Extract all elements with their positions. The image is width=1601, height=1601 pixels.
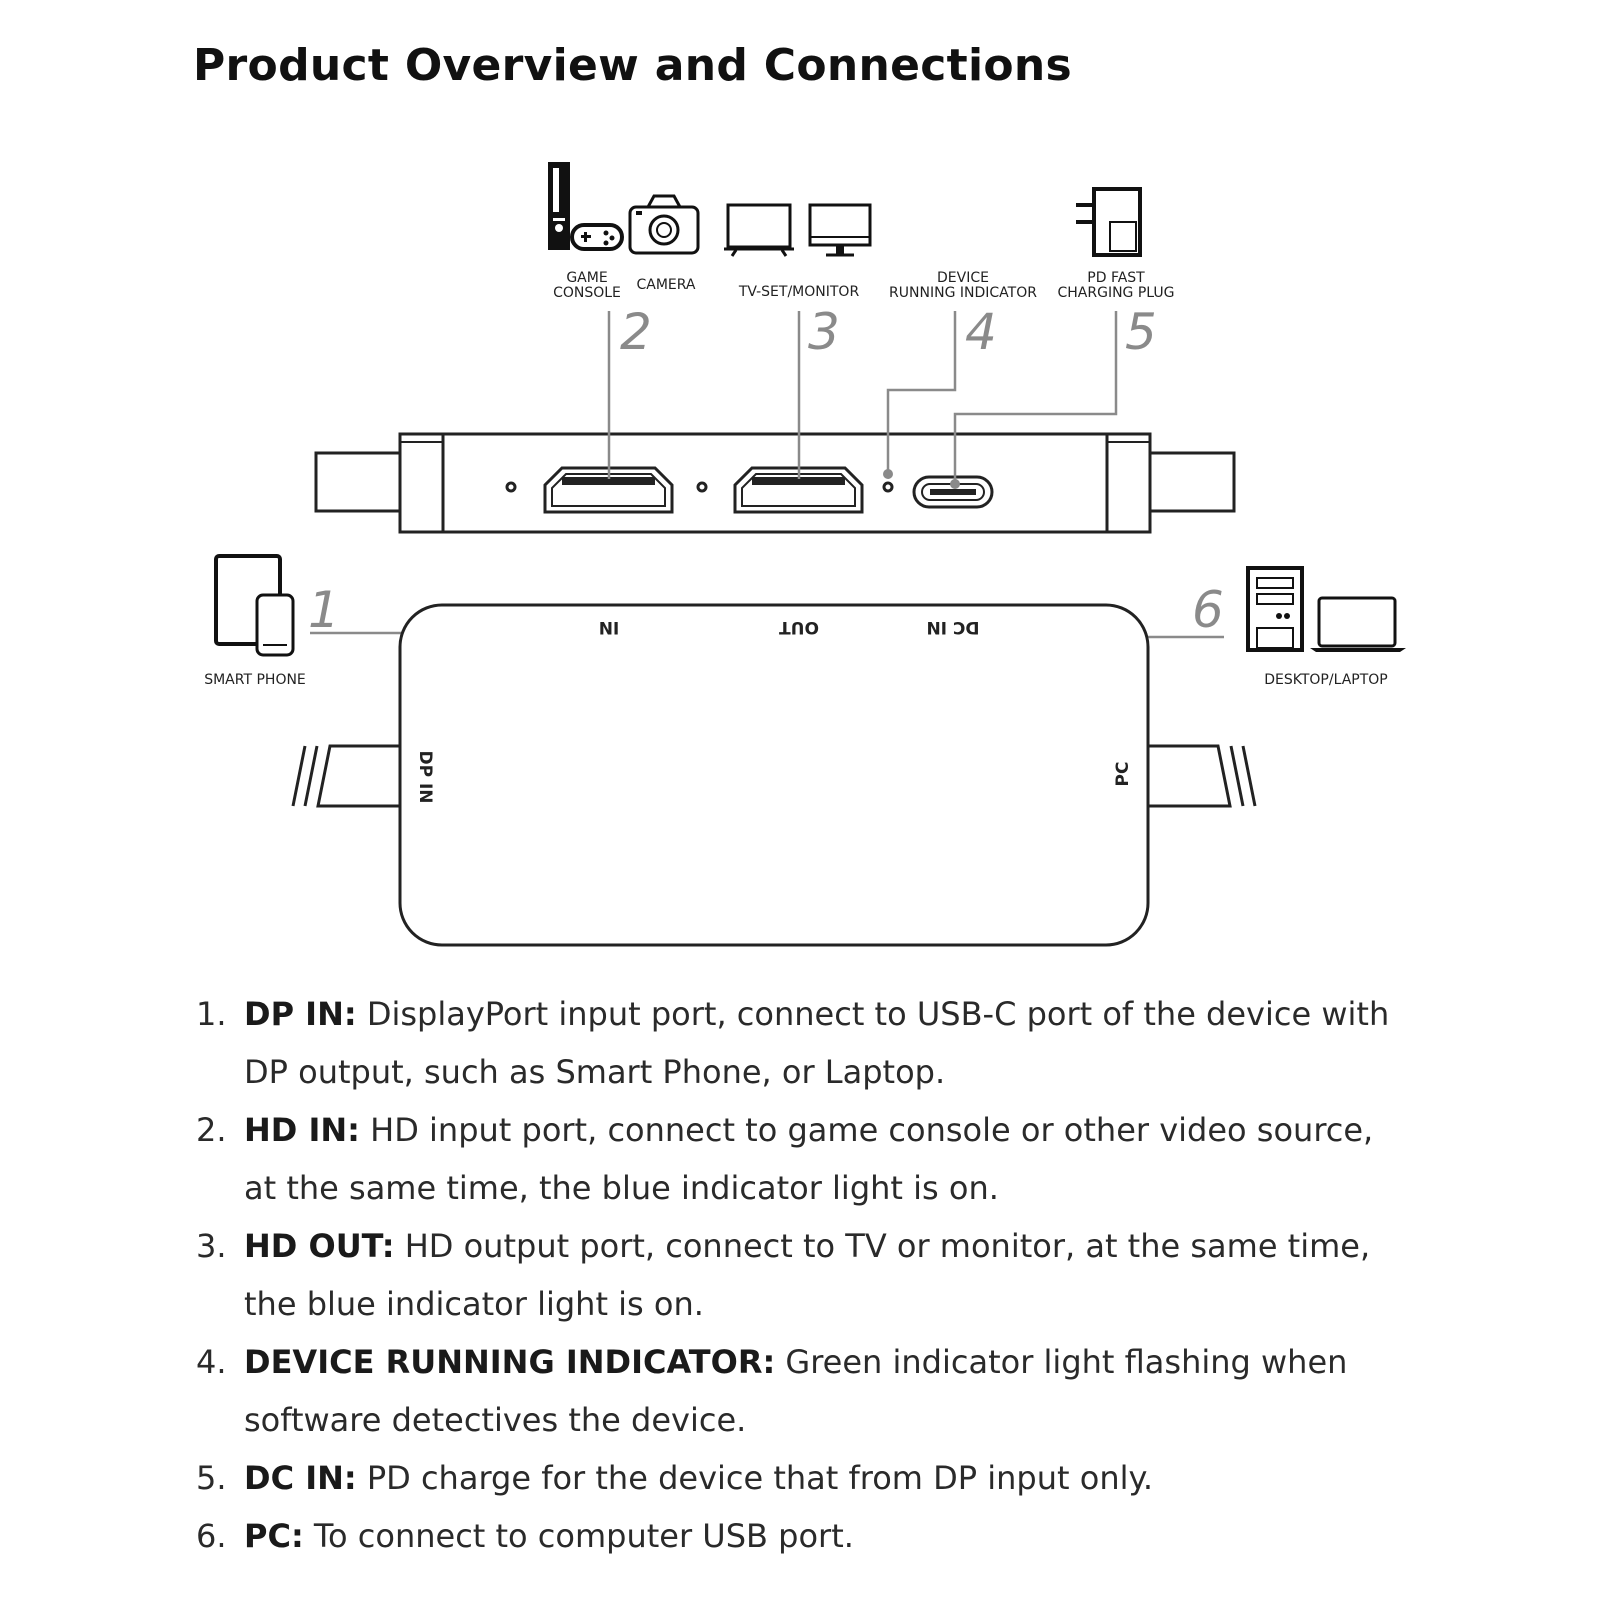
game-console-icon bbox=[548, 162, 624, 251]
item-number: 3. bbox=[196, 1227, 227, 1265]
list-item: 1. DP IN: DisplayPort input port, connect… bbox=[196, 985, 1476, 1101]
item-term: HD OUT: bbox=[244, 1227, 395, 1265]
connection-diagram: GAME CONSOLE CAMERA TV-SET/MONITOR DEVIC… bbox=[204, 162, 1406, 947]
hole-icon bbox=[505, 481, 517, 493]
item-text: the blue indicator light is on. bbox=[244, 1285, 704, 1323]
item-text: To connect to computer USB port. bbox=[313, 1517, 854, 1555]
camera-label: CAMERA bbox=[636, 277, 695, 293]
item-number: 1. bbox=[196, 995, 227, 1033]
item-term: DP IN: bbox=[244, 995, 357, 1033]
port-label-dc-in: DC IN bbox=[926, 617, 979, 637]
list-item: 6. PC: To connect to computer USB port. bbox=[196, 1507, 1476, 1565]
item-text: software detectives the device. bbox=[244, 1401, 747, 1439]
item-number: 2. bbox=[196, 1111, 227, 1149]
desktop-laptop-label: DESKTOP/LAPTOP bbox=[1264, 672, 1388, 688]
port-label-pc: PC bbox=[1113, 762, 1133, 787]
callout-number-4: 4 bbox=[965, 303, 997, 361]
indicator-label-line-2: RUNNING INDICATOR bbox=[889, 285, 1037, 301]
charging-plug-label-line-1: PD FAST bbox=[1087, 270, 1145, 286]
callout-number-6: 6 bbox=[1192, 581, 1224, 639]
smart-phone-label: SMART PHONE bbox=[204, 672, 306, 688]
game-console-label-line-1: GAME bbox=[566, 270, 607, 286]
item-term: PC: bbox=[244, 1517, 304, 1555]
indicator-label-line-1: DEVICE bbox=[937, 270, 989, 286]
list-item: 4. DEVICE RUNNING INDICATOR: Green indica… bbox=[196, 1333, 1476, 1449]
item-number: 5. bbox=[196, 1459, 227, 1497]
description-list: 1. DP IN: DisplayPort input port, connect… bbox=[196, 985, 1476, 1565]
charging-plug-label-line-2: CHARGING PLUG bbox=[1058, 285, 1175, 301]
callout-dot bbox=[950, 479, 960, 489]
item-text: HD input port, connect to game console o… bbox=[370, 1111, 1374, 1149]
device-front-view bbox=[291, 603, 1257, 947]
item-term: DC IN: bbox=[244, 1459, 357, 1497]
item-number: 6. bbox=[196, 1517, 227, 1555]
callout-number-2: 2 bbox=[620, 303, 652, 361]
item-text: PD charge for the device that from DP in… bbox=[366, 1459, 1154, 1497]
hdmi-out-port bbox=[733, 466, 864, 514]
desktop-tower-icon bbox=[1246, 566, 1304, 652]
port-label-in: IN bbox=[599, 617, 620, 637]
item-text: Green indicator light flashing when bbox=[785, 1343, 1348, 1381]
game-console-label-line-2: CONSOLE bbox=[553, 285, 621, 301]
tv-icon bbox=[724, 203, 794, 257]
item-term: HD IN: bbox=[244, 1111, 360, 1149]
item-text: HD output port, connect to TV or monitor… bbox=[404, 1227, 1371, 1265]
item-text: at the same time, the blue indicator lig… bbox=[244, 1169, 999, 1207]
smart-phone-icon bbox=[214, 554, 295, 657]
item-number: 4. bbox=[196, 1343, 227, 1381]
item-text: DP output, such as Smart Phone, or Lapto… bbox=[244, 1053, 946, 1091]
item-term: DEVICE RUNNING INDICATOR: bbox=[244, 1343, 776, 1381]
camera-icon bbox=[628, 194, 700, 255]
callout-dot bbox=[883, 469, 893, 479]
list-item: 5. DC IN: PD charge for the device that f… bbox=[196, 1449, 1476, 1507]
hole-icon bbox=[696, 481, 708, 493]
callout-number-3: 3 bbox=[808, 303, 840, 361]
running-indicator-led bbox=[882, 481, 894, 493]
charging-plug-icon bbox=[1076, 187, 1142, 257]
hdmi-in-port bbox=[543, 466, 674, 514]
page-title: Product Overview and Connections bbox=[193, 40, 1073, 91]
port-label-dp-in: DP IN bbox=[415, 750, 435, 803]
port-label-out: OUT bbox=[779, 617, 819, 637]
callout-number-1: 1 bbox=[308, 581, 340, 639]
list-item: 3. HD OUT: HD output port, connect to TV … bbox=[196, 1217, 1476, 1333]
item-text: DisplayPort input port, connect to USB-C… bbox=[366, 995, 1390, 1033]
laptop-icon bbox=[1310, 596, 1406, 652]
tv-monitor-label: TV-SET/MONITOR bbox=[738, 284, 860, 300]
usb-c-dc-in-port bbox=[912, 475, 994, 509]
monitor-icon bbox=[808, 203, 872, 257]
list-item: 2. HD IN: HD input port, connect to game … bbox=[196, 1101, 1476, 1217]
callout-number-5: 5 bbox=[1125, 303, 1157, 361]
